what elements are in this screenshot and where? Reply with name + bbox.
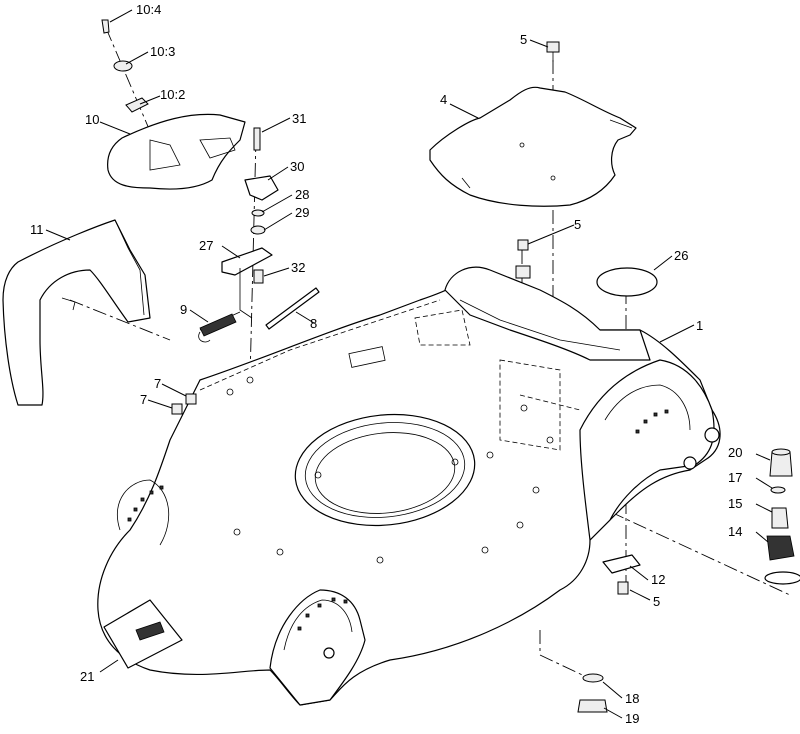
bolt-5-top	[546, 41, 560, 62]
height-adjust-bracket	[221, 127, 279, 319]
callout-7-lower: 7	[140, 392, 147, 407]
rear-flap	[2, 219, 151, 406]
callout-5-top: 5	[520, 32, 527, 47]
callout-30: 30	[290, 159, 304, 174]
washer-nut	[577, 673, 608, 713]
callout-31: 31	[292, 111, 306, 126]
deflector-panel	[429, 86, 637, 207]
height-marks	[127, 409, 669, 631]
bracket-12	[602, 554, 641, 595]
callout-7-upper: 7	[154, 376, 161, 391]
callout-10-3: 10:3	[150, 44, 175, 59]
callout-26: 26	[674, 248, 688, 263]
callout-19: 19	[625, 711, 639, 726]
mower-deck	[97, 266, 721, 706]
wheel-hardware	[764, 448, 800, 585]
callout-28: 28	[295, 187, 309, 202]
callout-10-2: 10:2	[160, 87, 185, 102]
screws-7	[171, 393, 197, 415]
callout-15: 15	[728, 496, 742, 511]
cap-disc	[596, 267, 658, 297]
callout-5-bottom: 5	[653, 594, 660, 609]
callout-10: 10	[85, 112, 99, 127]
callout-1: 1	[696, 318, 703, 333]
bolt-5-mid	[515, 239, 531, 279]
callout-labels: 10:4 10:3 10:2 10 31 30 28 29 27 32 9 8 …	[30, 2, 742, 726]
callout-12: 12	[651, 572, 665, 587]
callout-17: 17	[728, 470, 742, 485]
callout-10-4: 10:4	[136, 2, 161, 17]
mulch-cover	[107, 113, 246, 190]
callout-27: 27	[199, 238, 213, 253]
deck-holes	[226, 376, 554, 564]
callout-4: 4	[440, 92, 447, 107]
callout-32: 32	[291, 260, 305, 275]
callout-14: 14	[728, 524, 742, 539]
callout-11: 11	[30, 222, 44, 237]
spring	[198, 311, 241, 343]
decal	[103, 599, 183, 669]
callout-8: 8	[310, 316, 317, 331]
callout-18: 18	[625, 691, 639, 706]
rod	[265, 287, 320, 330]
leader-lines	[45, 9, 773, 719]
callout-29: 29	[295, 205, 309, 220]
callout-9: 9	[180, 302, 187, 317]
callout-20: 20	[728, 445, 742, 460]
callout-21: 21	[80, 669, 94, 684]
callout-5-mid: 5	[574, 217, 581, 232]
